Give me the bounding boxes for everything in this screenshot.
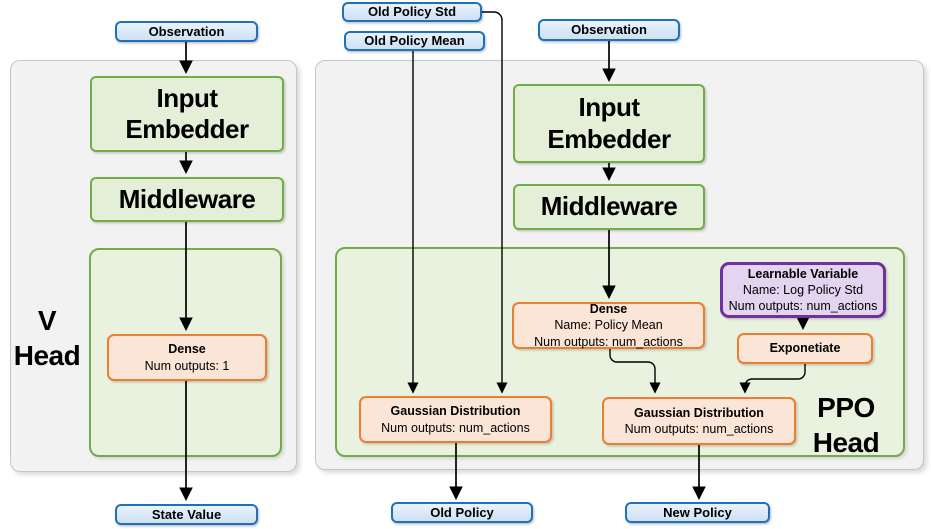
middleware-v: Middleware — [90, 177, 284, 222]
exponetiate-label: Exponetiate — [769, 341, 841, 356]
old-policy-std-label: Old Policy Std — [367, 4, 457, 20]
gaussian-distribution-old: Gaussian Distribution Num outputs: num_a… — [359, 396, 552, 443]
input-embedder-ppo: Input Embedder — [513, 84, 705, 163]
dense-policy-mean: Dense Name: Policy Mean Num outputs: num… — [512, 302, 705, 349]
gaussian-new-outputs: Num outputs: num_actions — [624, 422, 774, 436]
old-policy-std-input: Old Policy Std — [342, 2, 482, 22]
new-policy-output: New Policy — [625, 502, 770, 523]
gaussian-old-outputs: Num outputs: num_actions — [381, 420, 530, 435]
learnable-variable-name: Name: Log Policy Std — [742, 282, 864, 297]
dense-policy-mean-outputs: Num outputs: num_actions — [534, 334, 683, 349]
old-policy-label: Old Policy — [430, 504, 494, 520]
dense-v-title: Dense — [168, 342, 206, 357]
gaussian-distribution-new: Gaussian Distribution Num outputs: num_a… — [602, 397, 796, 445]
gaussian-new-title: Gaussian Distribution — [634, 405, 764, 420]
middleware-ppo: Middleware — [513, 184, 705, 230]
gaussian-old-title: Gaussian Distribution — [390, 404, 521, 419]
state-value-output: State Value — [115, 504, 258, 525]
dense-policy-mean-title: Dense — [589, 302, 628, 317]
middleware-ppo-label: Middleware — [540, 191, 678, 222]
old-policy-mean-label: Old Policy Mean — [364, 33, 465, 49]
new-policy-label: New Policy — [663, 504, 732, 520]
dense-v: Dense Num outputs: 1 — [107, 334, 267, 381]
learnable-variable-outputs: Num outputs: num_actions — [728, 299, 878, 314]
old-policy-output: Old Policy — [391, 502, 533, 523]
observation-input-ppo: Observation — [538, 19, 680, 41]
observation-ppo-label: Observation — [571, 22, 647, 38]
dense-v-outputs: Num outputs: 1 — [144, 358, 230, 373]
dense-policy-mean-name: Name: Policy Mean — [554, 318, 663, 333]
input-embedder-v: Input Embedder — [90, 76, 284, 152]
ppo-head-title: PPO Head — [812, 392, 880, 458]
middleware-label: Middleware — [118, 183, 256, 214]
exponetiate: Exponetiate — [737, 333, 873, 364]
v-head-title: V Head — [13, 305, 81, 371]
learnable-variable: Learnable Variable Name: Log Policy Std … — [720, 262, 886, 318]
learnable-variable-title: Learnable Variable — [747, 266, 859, 281]
old-policy-mean-input: Old Policy Mean — [344, 31, 485, 51]
state-value-label: State Value — [151, 506, 222, 522]
observation-input-v: Observation — [115, 21, 258, 42]
observation-label: Observation — [148, 23, 225, 39]
input-embedder-ppo-label: Input Embedder — [547, 92, 671, 154]
input-embedder-label: Input Embedder — [125, 82, 249, 144]
